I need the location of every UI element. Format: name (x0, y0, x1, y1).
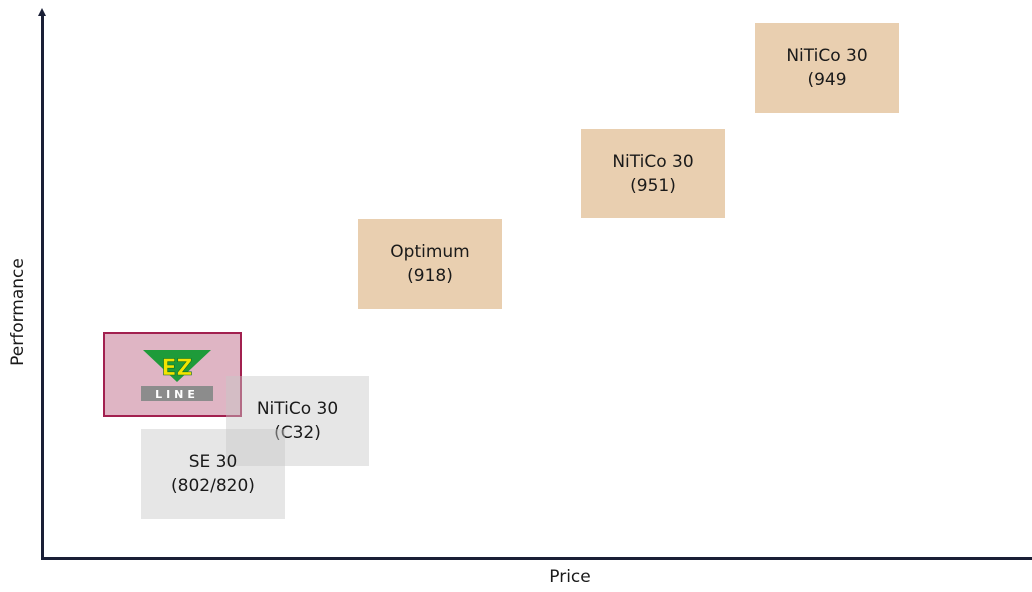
product-name: SE 30 (188, 452, 238, 472)
product-box-niti-co-951: NiTiCo 30 (951) (581, 129, 725, 218)
product-box-se-30: SE 30 (802/820) (141, 429, 285, 519)
y-axis-line (41, 14, 44, 560)
y-axis-label: Performance (8, 258, 28, 366)
y-axis-arrow-icon (38, 8, 46, 16)
ez-line-highlight-box: EZ LINE (103, 332, 242, 417)
line-logo-letters: LINE (155, 388, 199, 401)
product-box-niti-co-949: NiTiCo 30 (949 (755, 23, 899, 113)
product-code: (949 (807, 70, 847, 90)
product-code: (802/820) (171, 476, 255, 496)
product-code: (951) (630, 175, 676, 196)
x-axis-label: Price (549, 567, 591, 587)
product-box-optimum-918: Optimum (918) (358, 219, 502, 309)
x-axis-line (41, 557, 1032, 560)
ez-logo-letters: EZ (162, 356, 193, 381)
product-name: NiTiCo 30 (612, 151, 694, 172)
product-box-niti-co-c32: NiTiCo 30 (C32) (226, 376, 369, 466)
product-code: (918) (407, 266, 453, 286)
product-name: Optimum (390, 242, 470, 262)
ez-line-logo-icon: EZ LINE (141, 350, 213, 401)
product-name: NiTiCo 30 (786, 46, 868, 66)
product-name: NiTiCo 30 (256, 399, 339, 419)
product-code: (C32) (274, 423, 321, 443)
